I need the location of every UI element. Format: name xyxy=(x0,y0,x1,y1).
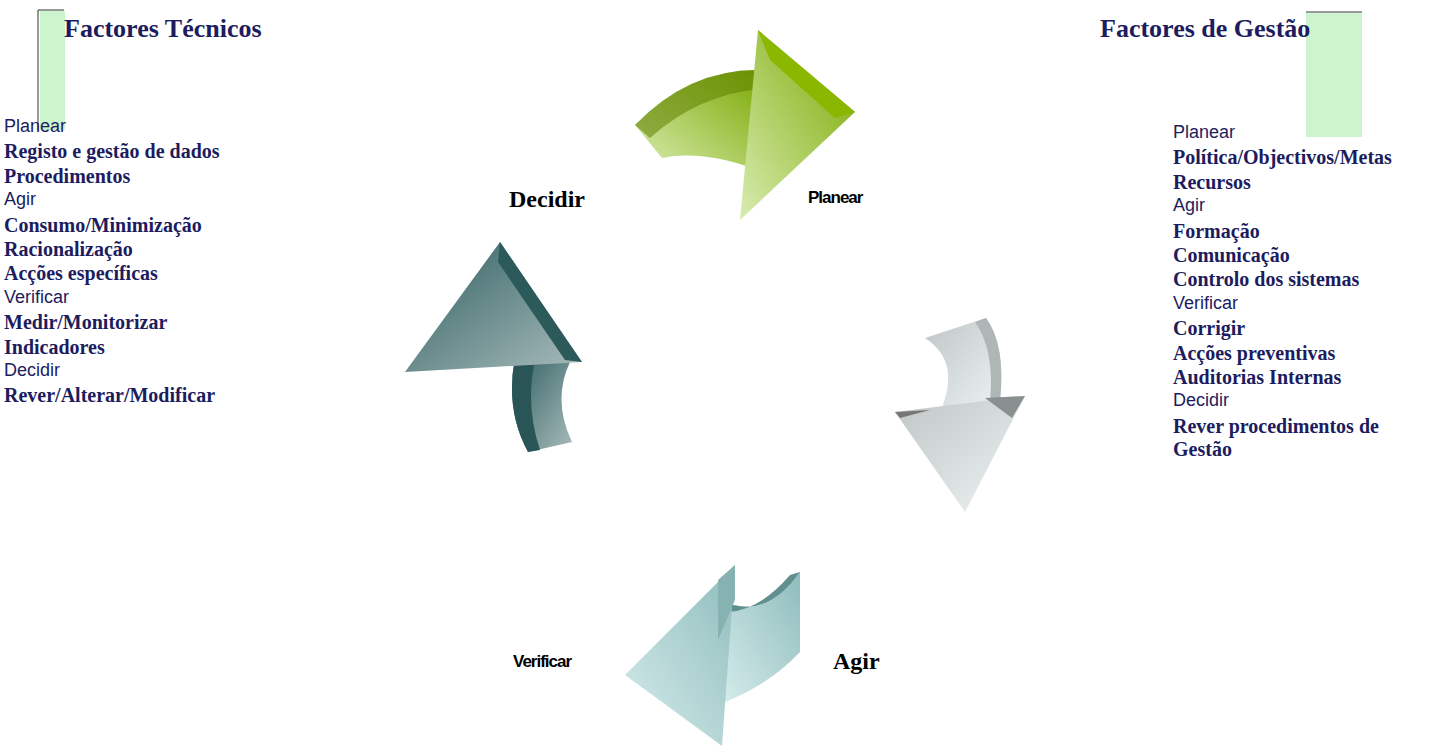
phase-heading: Planear xyxy=(4,116,66,137)
list-item: Medir/Monitorizar xyxy=(4,311,167,334)
phase-heading: Verificar xyxy=(1173,293,1238,314)
title-accent xyxy=(1306,13,1362,137)
cycle-arrow xyxy=(625,565,800,746)
phase-heading: Decidir xyxy=(4,360,60,381)
list-item: Comunicação xyxy=(1173,244,1290,267)
list-item: Indicadores xyxy=(4,336,105,359)
list-item: Auditorias Internas xyxy=(1173,366,1341,389)
phase-heading: Verificar xyxy=(4,287,69,308)
list-item: Acções preventivas xyxy=(1173,342,1335,365)
cycle-label: Agir xyxy=(833,648,880,676)
title-accent xyxy=(40,11,65,130)
cycle-label: Decidir xyxy=(509,186,585,214)
cycle-label: Verificar xyxy=(513,652,571,672)
list-item: Recursos xyxy=(1173,171,1251,194)
list-item: Rever/Alterar/Modificar xyxy=(4,384,215,407)
column-title: Factores Técnicos xyxy=(64,14,262,44)
title-accent-edge xyxy=(1306,12,1362,13)
cycle-label: Planear xyxy=(808,188,862,208)
list-item: Registo e gestão de dados xyxy=(4,140,220,163)
phase-heading: Planear xyxy=(1173,122,1235,143)
list-item: Rever procedimentos de Gestão xyxy=(1173,415,1413,461)
column-title: Factores de Gestão xyxy=(1100,14,1310,44)
list-item: Acções específicas xyxy=(4,262,158,285)
phase-heading: Agir xyxy=(4,189,36,210)
cycle-arrow xyxy=(405,242,582,452)
list-item: Controlo dos sistemas xyxy=(1173,268,1359,291)
phase-heading: Agir xyxy=(1173,195,1205,216)
list-item: Política/Objectivos/Metas xyxy=(1173,146,1392,169)
phase-heading: Decidir xyxy=(1173,390,1229,411)
list-item: Formação xyxy=(1173,220,1260,243)
list-item: Consumo/Minimização xyxy=(4,214,202,237)
list-item: Corrigir xyxy=(1173,317,1245,340)
title-accent-edge xyxy=(38,10,64,130)
cycle-arrow xyxy=(895,318,1025,512)
list-item: Procedimentos xyxy=(4,165,130,188)
list-item: Racionalização xyxy=(4,238,133,261)
